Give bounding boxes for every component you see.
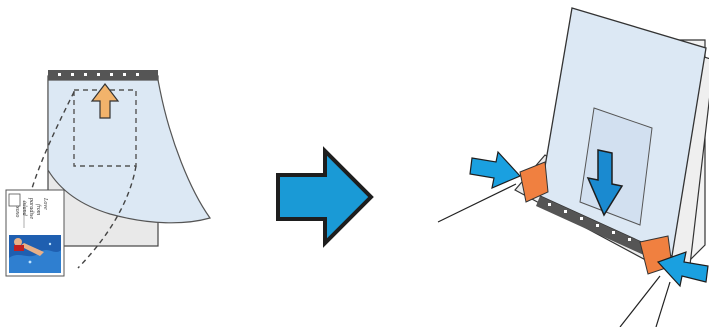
photo-swimmer-head: [14, 238, 22, 246]
photo-bubble: [29, 261, 32, 264]
postcard-document: Love from paradise island xoxo: [6, 190, 64, 276]
callout-line-bottom-2: [656, 282, 670, 327]
carrier-sheet-figure: Love from paradise island xoxo: [6, 70, 210, 276]
push-arrow-icon: [470, 152, 520, 188]
callout-line-bottom-1: [620, 276, 660, 327]
scanner-figure: [438, 8, 709, 327]
postcard-line-3: paradise: [28, 197, 34, 219]
postcard-line-2: from: [35, 204, 42, 216]
postcard-line-1: Love: [42, 197, 48, 210]
postcard-line-4: island: [21, 201, 27, 217]
postcard-stamp: [9, 194, 20, 206]
postcard-line-5: xoxo: [14, 205, 20, 217]
photo-swimwear: [14, 245, 24, 251]
callout-line-left: [438, 184, 516, 222]
carrier-top-strip: [48, 70, 158, 80]
right-arrow-icon: [278, 151, 371, 243]
photo-bubble: [49, 243, 51, 245]
